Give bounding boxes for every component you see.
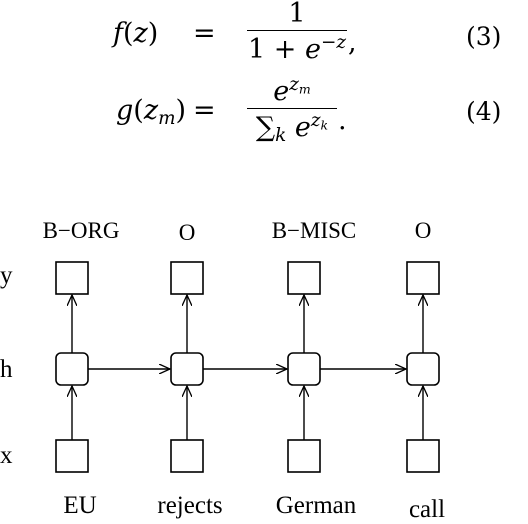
hidden-node xyxy=(55,352,89,386)
output-node xyxy=(406,261,440,295)
eq4-lhs: g(zm) xyxy=(116,95,187,130)
eq4-equals: = xyxy=(193,95,216,126)
output-node xyxy=(287,261,321,295)
input-word: German xyxy=(275,492,357,519)
input-word: call xyxy=(408,496,446,523)
eq3-number: (3) xyxy=(466,22,502,51)
output-node xyxy=(55,261,89,295)
hidden-node xyxy=(406,352,440,386)
output-tag: O xyxy=(178,220,196,245)
hidden-node xyxy=(287,352,321,386)
eq3-denominator: 1 + e−z xyxy=(247,32,346,66)
eq4-numerator: ezm xyxy=(273,74,311,108)
input-node xyxy=(406,439,440,473)
eq3-fraction-bar xyxy=(247,30,347,31)
input-node xyxy=(170,439,204,473)
eq3-lhs: f(z) xyxy=(113,18,159,49)
eq4-denominator: ∑k ezk xyxy=(255,110,329,147)
output-tag: B−ORG xyxy=(42,218,120,243)
eq3-trailing: , xyxy=(348,27,357,58)
output-tag: B−MISC xyxy=(271,218,357,243)
row-label-y: y xyxy=(0,262,13,289)
eq3-equals: = xyxy=(193,18,216,49)
eq3-fraction: 1 1 + e−z xyxy=(247,0,347,63)
output-node xyxy=(170,261,204,295)
eq4-fraction: ezm ∑k ezk xyxy=(247,74,337,147)
eq4-number: (4) xyxy=(466,97,502,126)
eq4-fraction-bar xyxy=(247,108,337,110)
input-node xyxy=(55,439,89,473)
input-node xyxy=(287,439,321,473)
input-word: rejects xyxy=(157,492,223,519)
output-tag: O xyxy=(414,218,432,243)
row-label-h: h xyxy=(0,356,13,383)
row-label-x: x xyxy=(0,442,13,469)
input-word: EU xyxy=(63,492,97,519)
eq4-trailing: . xyxy=(338,105,347,136)
eq3-numerator: 1 xyxy=(288,0,306,29)
hidden-node xyxy=(170,352,204,386)
